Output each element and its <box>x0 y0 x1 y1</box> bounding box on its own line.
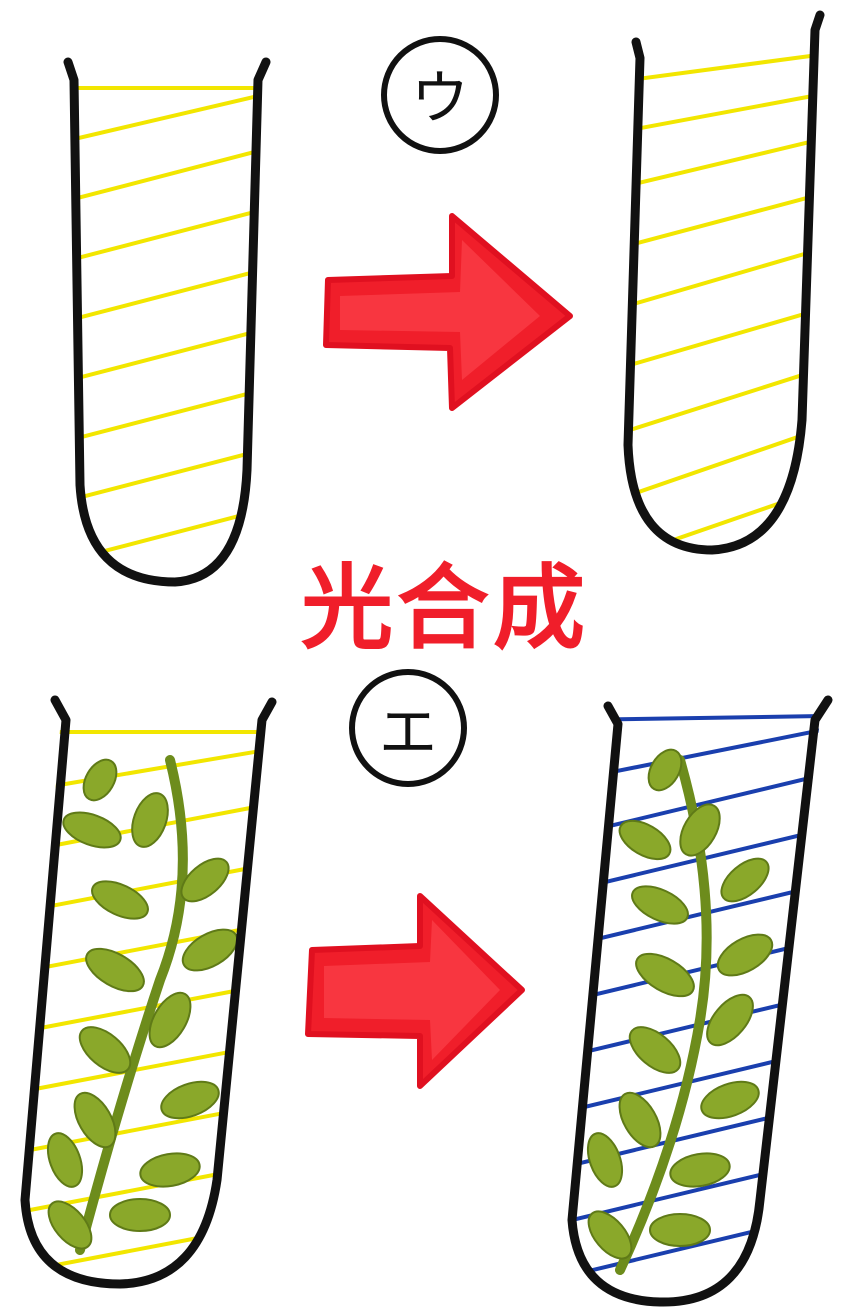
test-tube-top-right <box>623 10 825 555</box>
waterweed-icon <box>586 748 774 1275</box>
label-e-marker: エ <box>349 669 467 787</box>
label-u: ウ <box>411 64 469 132</box>
test-tube-top-left <box>63 57 271 587</box>
test-tube-bottom-right <box>567 695 833 1307</box>
right-arrow-icon <box>323 213 573 411</box>
waterweed-icon <box>46 755 239 1255</box>
right-arrow-icon <box>305 893 525 1089</box>
tube-outline <box>63 57 271 587</box>
label-e: エ <box>379 698 437 766</box>
photosynthesis-label: 光合成 <box>301 555 589 662</box>
tube-outline <box>623 10 825 555</box>
label-u-marker: ウ <box>381 36 499 154</box>
tube-outline <box>567 695 833 1307</box>
tube-outline <box>20 695 277 1289</box>
test-tube-bottom-left <box>20 695 277 1289</box>
